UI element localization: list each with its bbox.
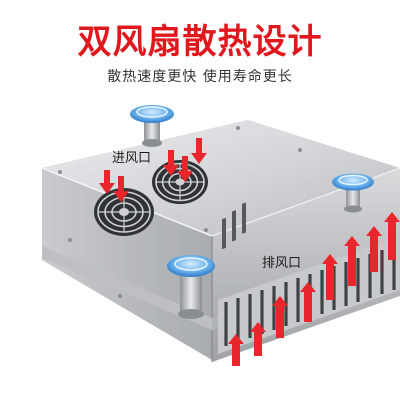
inlet-label: 进风口: [112, 151, 152, 166]
subtitle: 散热速度更快 使用寿命更长: [107, 69, 293, 85]
foot-icon: [332, 173, 374, 213]
arrow-up-icon: [228, 212, 400, 366]
exhaust-label: 排风口: [262, 256, 302, 271]
fan-icon: [152, 160, 208, 204]
page-title: 双风扇散热设计: [77, 22, 323, 62]
vent-slots: [222, 202, 246, 250]
foot-icon: [130, 105, 174, 147]
arrow-down-icon: [99, 138, 207, 202]
foot-icon: [167, 255, 215, 319]
